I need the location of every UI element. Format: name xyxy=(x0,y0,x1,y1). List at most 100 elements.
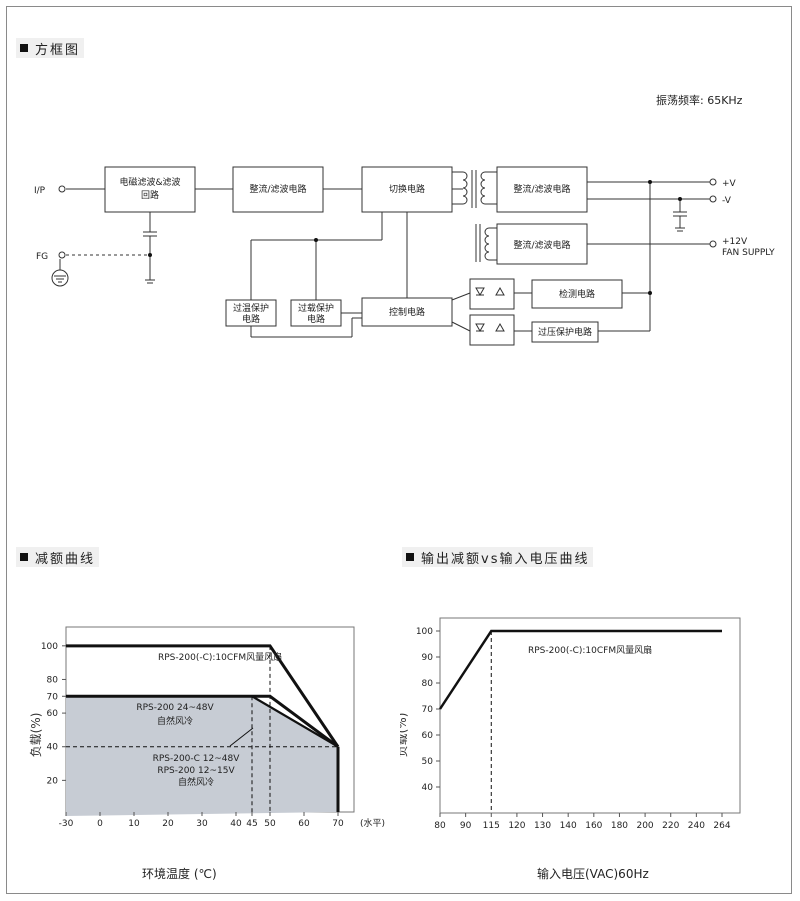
rect1-label: 整流/滤波电路 xyxy=(249,183,306,195)
chart2-xtick-label: 240 xyxy=(688,821,705,831)
otp-label-1: 过温保护 xyxy=(233,302,269,314)
section-title-text: 输出减额vs输入电压曲线 xyxy=(421,551,590,567)
chart1-xtick-label: 50 xyxy=(264,819,276,829)
chart2-series-line xyxy=(438,629,722,710)
chart2-xtick-label: 264 xyxy=(713,821,730,831)
chart1-xlabel: 环境温度 (℃) xyxy=(142,867,217,881)
chart1-ticks: 100 80 70 60 40 20 -30 0 10 20 30 40 45 50 60 70 (水平) xyxy=(41,642,385,829)
chart1-xunit-label: (水平) xyxy=(360,817,385,829)
detect-label: 检测电路 xyxy=(559,288,595,300)
rect2-label: 整流/滤波电路 xyxy=(513,183,570,195)
chart2-ytick-label: 50 xyxy=(422,757,434,767)
chart2-ytick-label: 80 xyxy=(422,679,434,689)
chart2-xtick-label: 140 xyxy=(560,821,577,831)
chart2-ytick-label: 90 xyxy=(422,653,434,663)
ovp-box xyxy=(531,321,599,343)
chart1-xtick-label: 30 xyxy=(196,819,208,829)
derating-chart: 100 80 70 60 40 20 -30 0 10 20 30 40 45 50 60 70 (水平) RP… xyxy=(29,626,385,829)
chart2-xtick-label: 115 xyxy=(483,821,500,831)
section-title-derating: 减额曲线 xyxy=(16,547,100,567)
chart1-series xyxy=(66,644,340,812)
chart2-ytick-label: 40 xyxy=(422,783,434,793)
chart1-annotation-fan: RPS-200(-C):10CFM风量风扇 xyxy=(158,651,282,663)
chart1-annotation-12-15v: RPS-200 12~15V xyxy=(157,766,235,776)
ctrl-label: 控制电路 xyxy=(389,306,425,318)
chart1-annotation-natural-2: 自然风冷 xyxy=(178,776,214,788)
chart1-ytick-label: 20 xyxy=(47,776,59,786)
chart2-plot-frame xyxy=(439,617,741,814)
chart1-annotation-24-48v: RPS-200 24~48V xyxy=(136,703,214,713)
section-bullet-icon xyxy=(20,44,28,52)
chart1-series-line-3 xyxy=(66,695,339,748)
fg-terminal xyxy=(58,251,66,259)
chart1-ytick-label: 80 xyxy=(47,675,59,685)
output-neg-terminal xyxy=(709,195,717,203)
chart2-xtick-label: 200 xyxy=(636,821,653,831)
rect3-label: 整流/滤波电路 xyxy=(513,239,570,251)
chart2-ylabel: 负载(%) xyxy=(400,713,409,758)
chart2-ytick-label: 100 xyxy=(416,627,433,637)
chart1-annotation-12-48v: RPS-200-C 12~48V xyxy=(153,754,241,764)
chart2-xtick-label: 120 xyxy=(508,821,525,831)
chart1-xtick-label: -30 xyxy=(59,819,74,829)
chart1-guide-lines xyxy=(66,645,338,812)
ovp-label: 过压保护电路 xyxy=(538,326,592,338)
optocoupler-1 xyxy=(469,278,515,310)
fan-terminal xyxy=(709,240,717,248)
chart2-xtick-label: 80 xyxy=(434,821,446,831)
section-title-input-derating: 输出减额vs输入电压曲线 xyxy=(402,547,594,567)
chart1-xtick-label: 0 xyxy=(97,819,103,829)
emi-label-2: 回路 xyxy=(141,189,159,201)
chart2-xtick-label: 220 xyxy=(662,821,679,831)
chart1-xtick-label: 70 xyxy=(332,819,344,829)
chart1-annotation-natural-1: 自然风冷 xyxy=(157,715,193,727)
chart2-xtick-label: 90 xyxy=(460,821,472,831)
section-title-text: 减额曲线 xyxy=(35,551,96,567)
emi-label-1: 电磁滤波&滤波 xyxy=(119,176,180,188)
page-frame xyxy=(6,6,792,894)
section-bullet-icon xyxy=(406,553,414,561)
section-bullet-icon xyxy=(20,553,28,561)
fg-label: FG xyxy=(36,252,48,262)
otp-label-2: 电路 xyxy=(242,313,260,325)
switch-label: 切换电路 xyxy=(389,183,425,195)
detect-box xyxy=(531,279,623,309)
chart1-ytick-label: 100 xyxy=(41,642,58,652)
optocoupler-2 xyxy=(469,314,515,346)
chart2-annotation: RPS-200(-C):10CFM风量风扇 xyxy=(528,644,652,656)
chart2-xtick-label: 160 xyxy=(585,821,602,831)
out-neg-label: -V xyxy=(722,196,732,206)
chart1-xtick-label: 60 xyxy=(298,819,310,829)
chart1-ylabel: 负载(%) xyxy=(29,713,43,758)
chart1-xtick-label: 10 xyxy=(128,819,140,829)
chart1-xtick-label: 20 xyxy=(162,819,174,829)
oscillation-frequency: 振荡频率: 65KHz xyxy=(656,94,743,107)
olp-label-2: 电路 xyxy=(307,313,325,325)
out-pos-label: +V xyxy=(722,179,737,189)
input-terminal xyxy=(58,185,66,193)
chart1-series-line-1 xyxy=(66,644,340,748)
chart2-xtick-label: 130 xyxy=(534,821,551,831)
chart2-ytick-label: 60 xyxy=(422,731,434,741)
chart2-series xyxy=(438,629,722,710)
block-diagram: I/P FG 电磁滤波&滤波 回路 整流/滤波电路 切换电路 整流/滤波电路 整… xyxy=(34,166,775,346)
rectifier-box-2 xyxy=(496,166,588,213)
chart1-ytick-label: 70 xyxy=(47,692,59,702)
section-title-block-diagram: 方框图 xyxy=(16,38,85,58)
chart1-xtick-label: 45 xyxy=(246,819,257,829)
chart1-ytick-label: 40 xyxy=(47,743,59,753)
output-pos-terminal xyxy=(709,178,717,186)
chart1-annotation-pointer xyxy=(229,727,254,747)
chart1-xtick-label: 40 xyxy=(230,819,242,829)
section-title-text: 方框图 xyxy=(35,42,81,58)
fan-voltage-label: +12V xyxy=(722,237,748,247)
chart2-xlabel: 输入电压(VAC)60Hz xyxy=(537,867,649,881)
fan-supply-label: FAN SUPPLY xyxy=(722,248,775,258)
input-label: I/P xyxy=(34,186,46,196)
emi-filter-box xyxy=(104,166,196,213)
olp-label-1: 过载保护 xyxy=(298,302,334,314)
chart1-ytick-label: 60 xyxy=(47,709,59,719)
chart2-xtick-label: 180 xyxy=(611,821,628,831)
